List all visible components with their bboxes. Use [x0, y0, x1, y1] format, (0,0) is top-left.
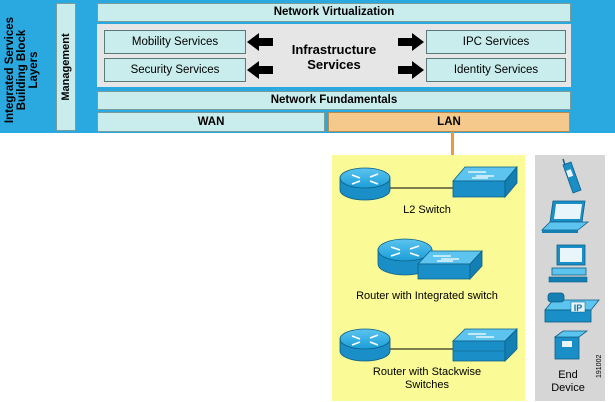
end-device-label: End Device	[535, 369, 601, 395]
router-icon	[339, 328, 391, 362]
arrow-left-icon	[247, 33, 273, 51]
switch-icon	[452, 165, 518, 199]
ip-phone-icon: IP	[544, 292, 600, 323]
mobility-services-box: Mobility Services	[104, 30, 246, 54]
desktop-computer-icon	[548, 244, 588, 283]
router-integrated-switch-label: Router with Integrated switch	[356, 290, 498, 302]
end-device-label-line2: Device	[551, 382, 585, 394]
arrow-left-icon	[247, 61, 273, 79]
management-layer: Management	[56, 3, 76, 131]
wireless-access-point-icon	[553, 330, 589, 360]
laptop-icon	[541, 200, 590, 233]
switch-icon	[417, 249, 483, 281]
security-services-box: Security Services	[104, 58, 246, 82]
router-stackwise-label: Router with Stackwise Switches	[332, 366, 522, 392]
svg-text:IP: IP	[574, 303, 583, 313]
lan-link-line	[451, 132, 454, 155]
router-stackwise-label-line2: Switches	[404, 379, 450, 391]
l2-switch-label: L2 Switch	[403, 204, 451, 216]
router-icon	[339, 167, 391, 201]
network-fundamentals-layer: Network Fundamentals	[97, 91, 571, 110]
mobile-phone-icon	[562, 158, 582, 194]
ipc-services-box: IPC Services	[426, 30, 566, 54]
lan-layer: LAN	[328, 112, 570, 132]
arrow-right-icon	[398, 33, 424, 51]
wan-layer: WAN	[97, 112, 325, 132]
arrow-right-icon	[398, 61, 424, 79]
identity-services-box: Identity Services	[426, 58, 566, 82]
end-device-label-line1: End	[558, 369, 578, 381]
network-virtualization-layer: Network Virtualization	[97, 3, 571, 22]
figure-id: 191002	[596, 354, 603, 378]
router-stackwise-label-line1: Router with Stackwise	[372, 366, 482, 378]
stackwise-switch-icon	[452, 328, 518, 362]
